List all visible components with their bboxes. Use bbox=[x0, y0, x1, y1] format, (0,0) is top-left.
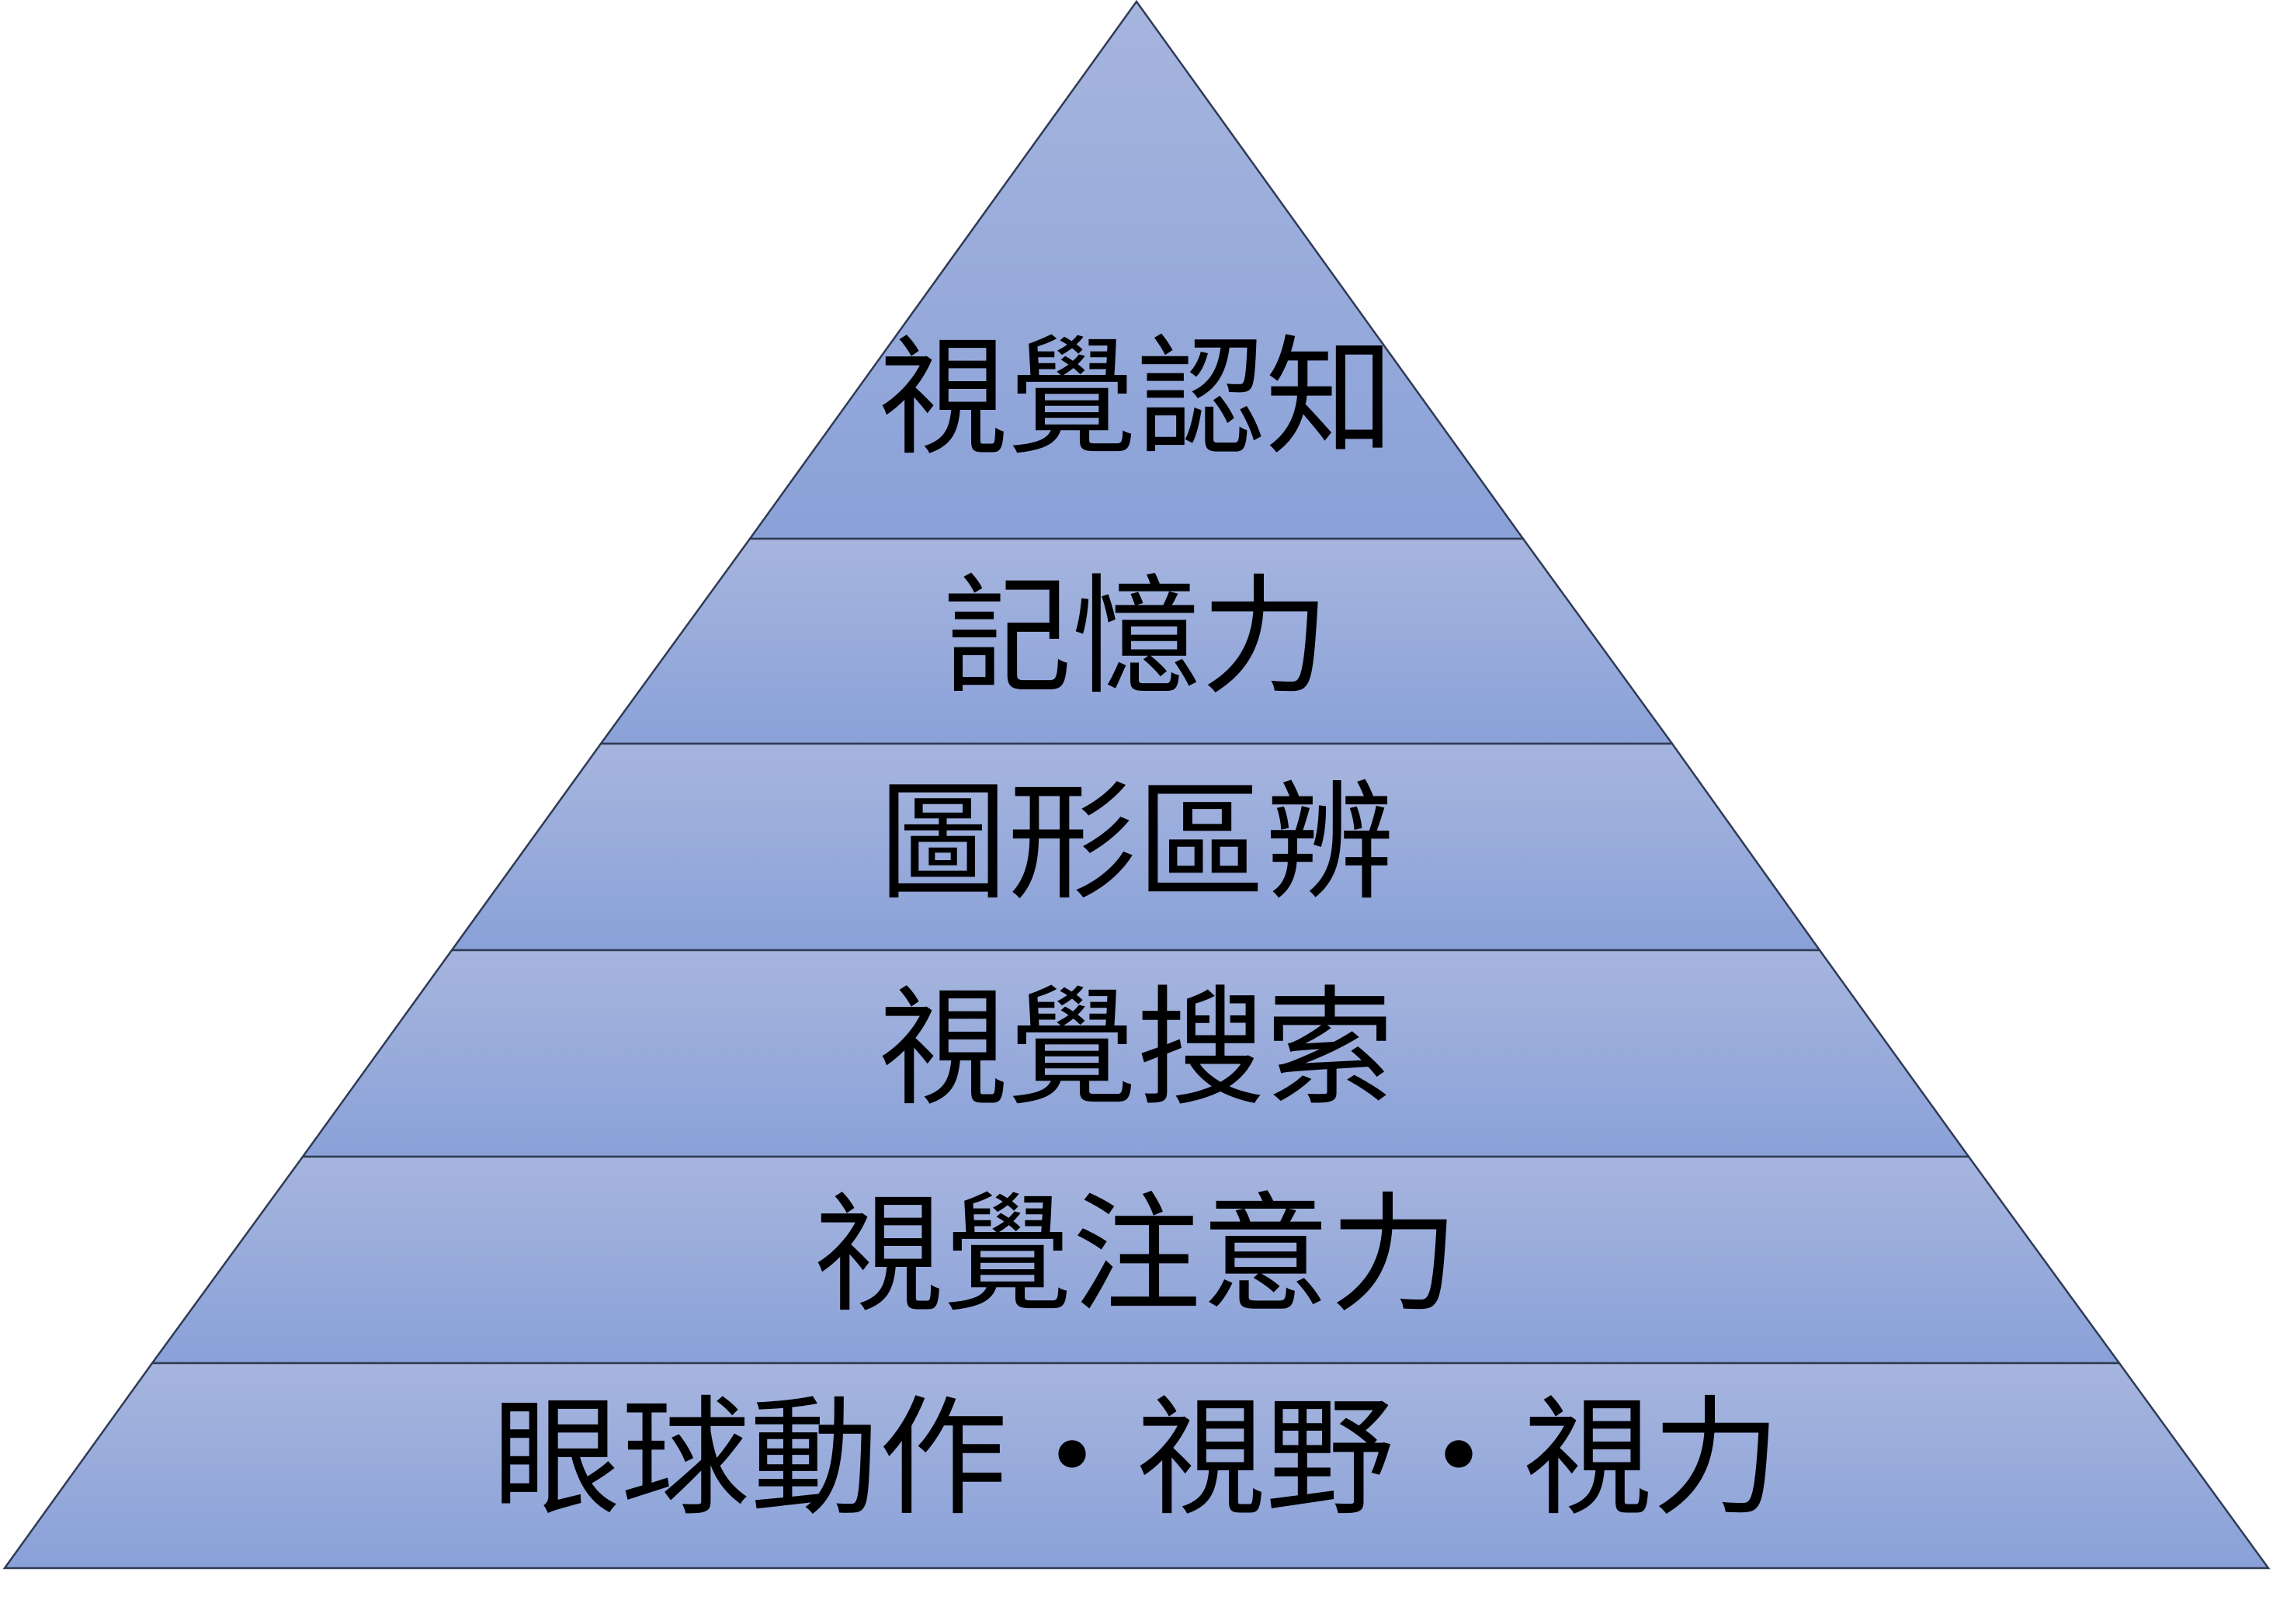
pyramid-band-6 bbox=[2, 1362, 2271, 1570]
level-label-3: 圖形區辨 bbox=[879, 769, 1394, 918]
level-label-1: 視覺認知 bbox=[879, 324, 1394, 474]
level-label-5: 視覺注意力 bbox=[814, 1181, 1459, 1331]
level-label-6: 眼球動作・視野・視力 bbox=[492, 1384, 1781, 1534]
pyramid-level-visual-search: 視覺搜索 bbox=[300, 949, 1971, 1158]
level-label-2: 記憶力 bbox=[943, 563, 1330, 713]
pyramid-level-memory: 記憶力 bbox=[599, 537, 1674, 745]
pyramid-level-visual-attention: 視覺注意力 bbox=[150, 1155, 2122, 1365]
pyramid-level-visual-cognition: 視覺認知 bbox=[748, 0, 1525, 540]
pyramid-level-eye-movement: 眼球動作・視野・視力 bbox=[2, 1362, 2271, 1570]
pyramid-level-figure-discrimination: 圖形區辨 bbox=[449, 742, 1822, 952]
level-label-4: 視覺搜索 bbox=[879, 974, 1394, 1124]
